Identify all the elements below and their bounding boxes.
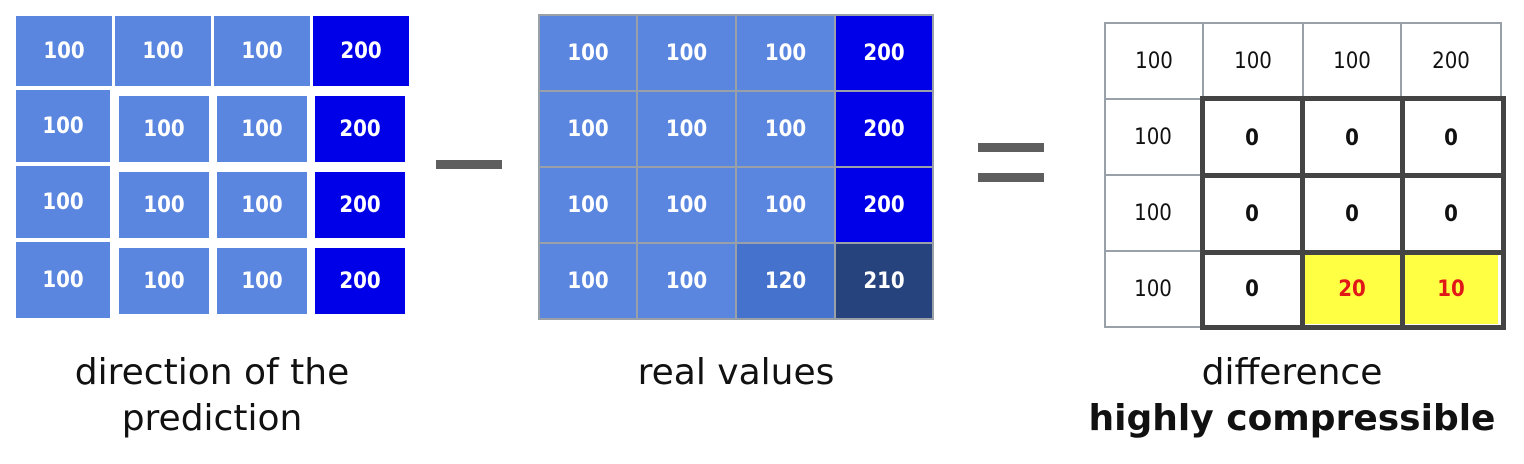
- prediction-cell: 200: [315, 248, 405, 314]
- prediction-cell: 100: [217, 96, 307, 162]
- equals-sign-top: [978, 143, 1044, 152]
- difference-grid: 100 100 100 200 100 100 100 0 0 0 0 0 0 …: [1104, 22, 1506, 330]
- minus-sign: [436, 160, 502, 169]
- equals-sign-bottom: [978, 173, 1044, 182]
- prediction-cell: 100: [119, 248, 209, 314]
- difference-cell-highlighted: 10: [1404, 254, 1498, 324]
- prediction-cell: 100: [119, 96, 209, 162]
- real-cell: 100: [540, 168, 636, 242]
- difference-cell: 0: [1245, 125, 1259, 151]
- real-cell: 100: [540, 244, 636, 318]
- residual-block-border: [1200, 96, 1506, 330]
- difference-cell: 100: [1234, 48, 1272, 74]
- prediction-caption-line2: prediction: [121, 398, 303, 439]
- difference-cell: 100: [1135, 48, 1173, 74]
- real-cell: 100: [638, 168, 735, 242]
- difference-cell: 0: [1245, 201, 1259, 227]
- difference-cell: 100: [1134, 276, 1172, 302]
- prediction-cell: 100: [16, 90, 110, 162]
- real-cell: 100: [540, 92, 636, 166]
- residual-divider: [1300, 96, 1305, 330]
- real-cell: 100: [737, 16, 834, 90]
- real-cell: 100: [638, 16, 735, 90]
- prediction-cell: 100: [16, 166, 110, 238]
- difference-cell: 0: [1245, 276, 1259, 302]
- prediction-cell: 100: [217, 248, 307, 314]
- prediction-cell: 100: [16, 16, 112, 86]
- difference-cell: 200: [1432, 48, 1470, 74]
- real-cell: 100: [638, 244, 735, 318]
- real-cell: 100: [540, 16, 636, 90]
- prediction-cell: 100: [217, 172, 307, 238]
- prediction-cell: 100: [119, 172, 209, 238]
- difference-cell: 100: [1333, 48, 1371, 74]
- real-values-grid: 100 100 100 200 100 100 100 200 100 100 …: [538, 14, 934, 320]
- real-cell: 200: [836, 92, 932, 166]
- difference-cell: 0: [1345, 125, 1359, 151]
- prediction-cell: 200: [313, 16, 409, 86]
- prediction-cell: 100: [214, 16, 310, 86]
- real-cell: 120: [737, 244, 834, 318]
- real-values-caption: real values: [637, 352, 835, 393]
- difference-caption: difference: [1201, 352, 1383, 393]
- real-cell: 100: [737, 168, 834, 242]
- difference-cell: 0: [1444, 125, 1458, 151]
- prediction-cell: 100: [115, 16, 211, 86]
- difference-cell: 100: [1134, 200, 1172, 226]
- residual-divider: [1200, 173, 1506, 178]
- residual-divider: [1200, 250, 1506, 255]
- real-cell: 100: [638, 92, 735, 166]
- prediction-cell: 200: [315, 96, 405, 162]
- residual-divider: [1400, 96, 1405, 330]
- difference-cell: 0: [1444, 201, 1458, 227]
- difference-cell: 0: [1345, 201, 1359, 227]
- difference-caption-bold: highly compressible: [1088, 398, 1496, 439]
- real-cell: 100: [737, 92, 834, 166]
- prediction-cell: 200: [315, 172, 405, 238]
- real-cell: 210: [836, 244, 932, 318]
- difference-cell: 100: [1134, 124, 1172, 150]
- prediction-caption-line1: direction of the: [74, 352, 350, 393]
- difference-cell-highlighted: 20: [1304, 254, 1400, 324]
- real-cell: 200: [836, 168, 932, 242]
- real-cell: 200: [836, 16, 932, 90]
- prediction-cell: 100: [16, 242, 110, 318]
